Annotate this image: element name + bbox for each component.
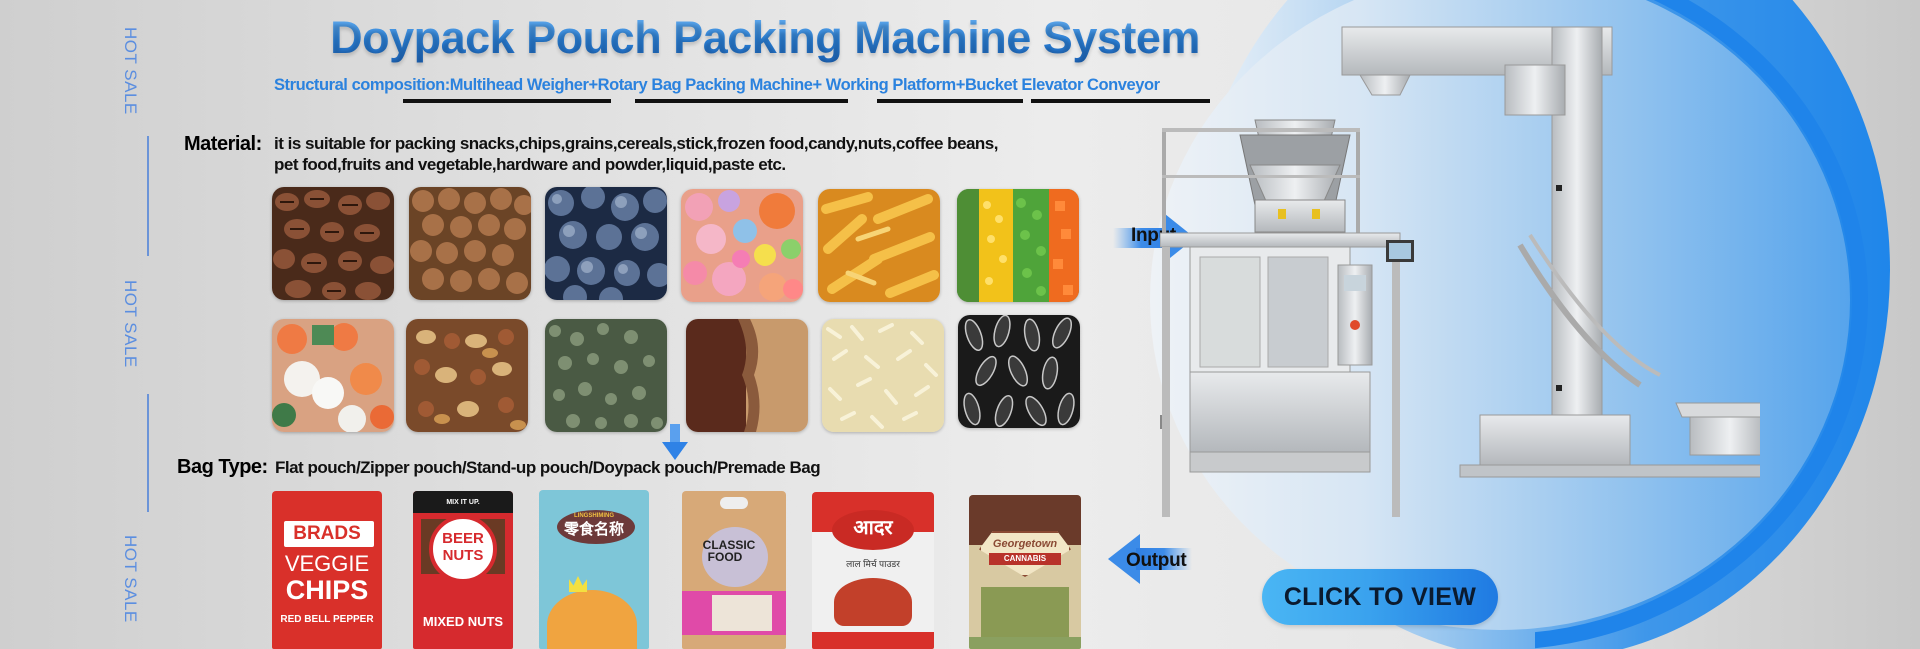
material-desc-line2: pet food,fruits and vegetable,hardware a…: [274, 155, 786, 174]
chips-image: [818, 189, 940, 302]
composition-text: Multihead Weigher+Rotary Bag Packing Mac…: [449, 76, 1160, 94]
rice-image: [822, 319, 944, 432]
pouch-classic-food: CLASSIC FOOD: [682, 491, 786, 649]
pouch-georgetown: Georgetown CANNABIS: [969, 495, 1081, 649]
underline-platform: [877, 99, 1023, 103]
pouch-spice: आदर लाल मिर्च पाउडर: [812, 492, 934, 649]
pet-food-image: [409, 187, 531, 300]
divider-line: [147, 136, 149, 256]
output-arrow-icon: [1108, 534, 1192, 584]
page-title: Doypack Pouch Packing Machine System: [330, 12, 1200, 63]
frozen-vegetables-image: [272, 319, 394, 432]
composition-prefix: Structural composition:: [274, 76, 450, 94]
packing-machine-illustration: [1160, 26, 1760, 517]
pouch-veggie-chips: BRADS VEGGIE CHIPS RED BELL PEPPER: [272, 491, 382, 649]
frozen-blueberries-image: [545, 187, 667, 300]
sunflower-seeds-image: [958, 315, 1080, 428]
underline-rotary: [635, 99, 848, 103]
tea-leaves-image: [545, 319, 667, 432]
powder-image: [686, 319, 808, 432]
pouch-snack: LINGSHIMING 零食名称: [539, 490, 649, 649]
candy-image: [681, 189, 803, 302]
mixed-nuts-image: [406, 319, 528, 432]
mixed-vegetables-image: [957, 189, 1079, 302]
pouch-beer-nuts: MIX IT UP. BEER NUTS MIXED NUTS: [413, 491, 513, 649]
divider-line: [147, 394, 149, 512]
hot-sale-label: HOT SALE: [121, 280, 140, 368]
underline: [403, 99, 608, 103]
down-arrow-icon: [662, 424, 688, 460]
coffee-beans-image: [272, 187, 394, 300]
material-desc-line1: it is suitable for packing snacks,chips,…: [274, 134, 998, 153]
underline-elevator: [1031, 99, 1210, 103]
material-label: Material:: [184, 133, 262, 155]
bag-type-label: Bag Type:: [177, 456, 268, 478]
bag-type-desc: Flat pouch/Zipper pouch/Stand-up pouch/D…: [275, 458, 821, 477]
structural-composition: Structural composition:Multihead Weigher…: [274, 76, 1160, 95]
hot-sale-label: HOT SALE: [121, 535, 140, 623]
hot-sale-label: HOT SALE: [121, 27, 140, 115]
output-label: Output: [1126, 550, 1187, 571]
click-to-view-button[interactable]: CLICK TO VIEW: [1262, 569, 1498, 625]
